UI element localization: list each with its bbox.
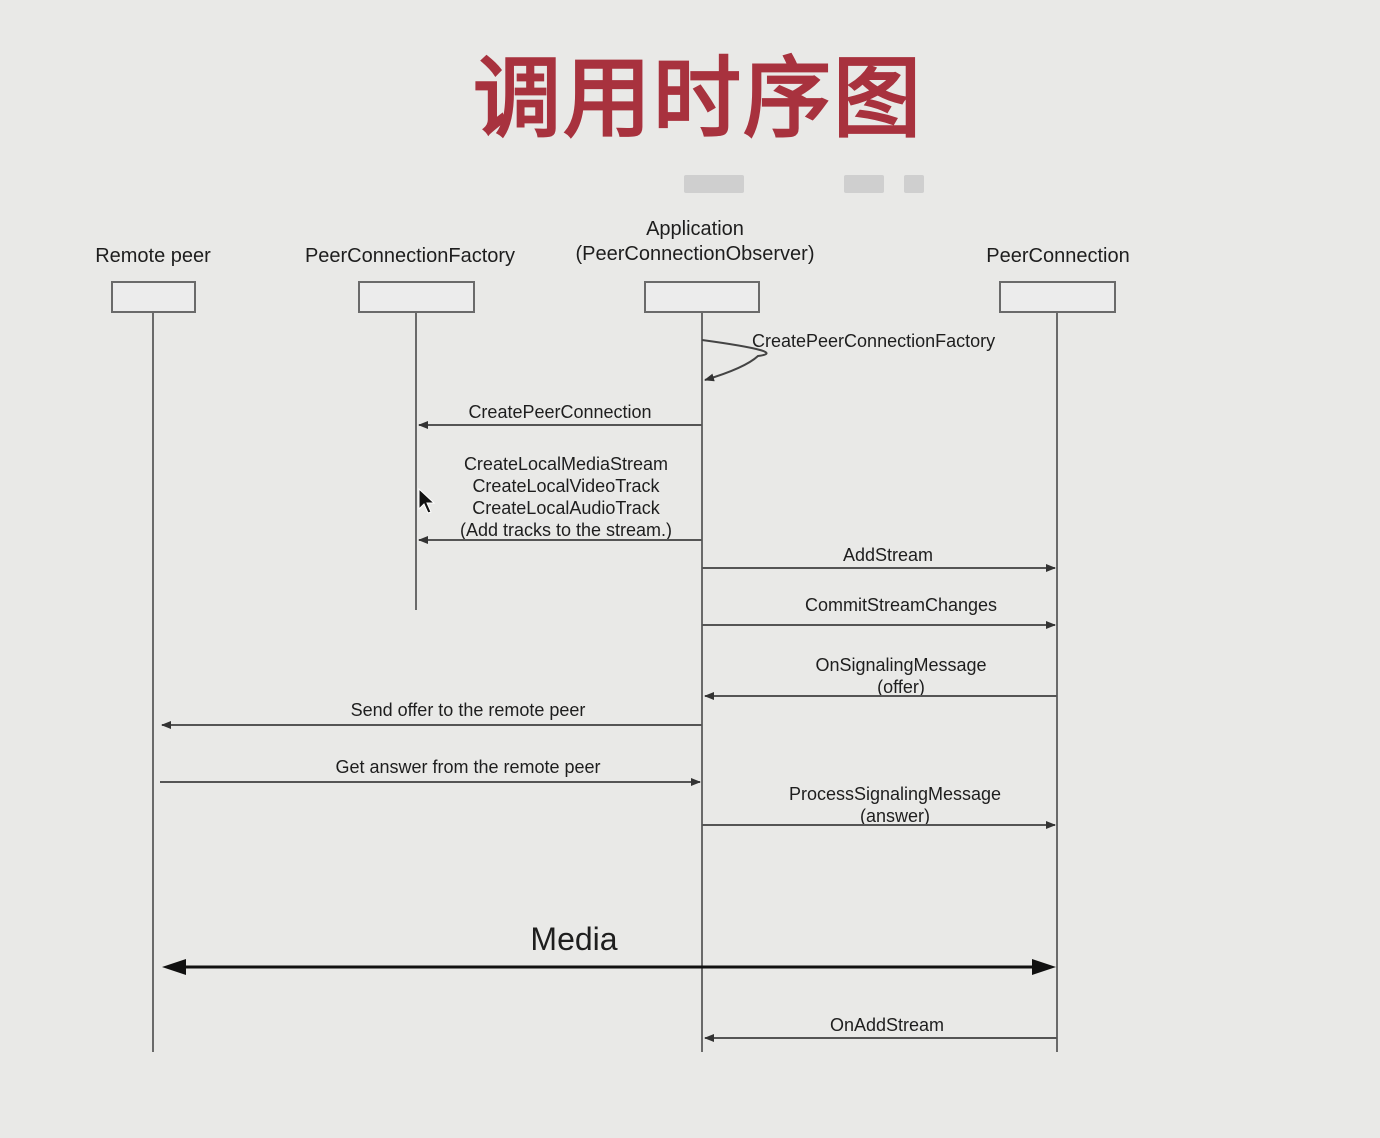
msg-send-offer: Send offer to the remote peer [351,700,586,720]
participant-box-peerconnectionfactory [358,281,475,313]
participant-label-peerconnection: PeerConnection [986,245,1129,267]
arrow-media-head-left [162,959,186,975]
participant-box-peerconnection [999,281,1116,313]
participant-label-application-observer: (PeerConnectionObserver) [576,243,815,265]
arrow-create-peerconnectionfactory [701,339,768,382]
msg-process-signaling-message-answer: (answer) [860,806,930,826]
participant-box-remote-peer [111,281,196,313]
msg-create-local-audio-track: CreateLocalAudioTrack [472,498,660,518]
msg-process-signaling-message: ProcessSignalingMessage [789,784,1001,804]
arrow-media-head-right [1032,959,1056,975]
msg-on-add-stream: OnAddStream [830,1015,944,1035]
participant-label-peerconnectionfactory: PeerConnectionFactory [305,245,515,267]
participant-label-remote-peer: Remote peer [95,245,211,267]
msg-commit-stream-changes: CommitStreamChanges [805,595,997,615]
redacted-mark [844,175,884,193]
msg-on-signaling-message: OnSignalingMessage [815,655,986,675]
redacted-mark [904,175,924,193]
msg-add-tracks: (Add tracks to the stream.) [460,520,672,540]
msg-media: Media [530,921,617,957]
msg-get-answer: Get answer from the remote peer [335,757,600,777]
msg-create-peerconnection: CreatePeerConnection [468,402,651,422]
msg-create-local-media-stream: CreateLocalMediaStream [464,454,668,474]
participant-box-application [644,281,760,313]
msg-add-stream: AddStream [843,545,933,565]
slide-title: 调用时序图 [472,47,923,150]
msg-create-local-video-track: CreateLocalVideoTrack [472,476,660,496]
mouse-cursor-icon [418,488,436,514]
participant-label-application: Application [646,218,744,240]
msg-create-peerconnectionfactory: CreatePeerConnectionFactory [752,331,995,351]
redacted-mark [684,175,744,193]
msg-on-signaling-message-offer: (offer) [877,677,925,697]
